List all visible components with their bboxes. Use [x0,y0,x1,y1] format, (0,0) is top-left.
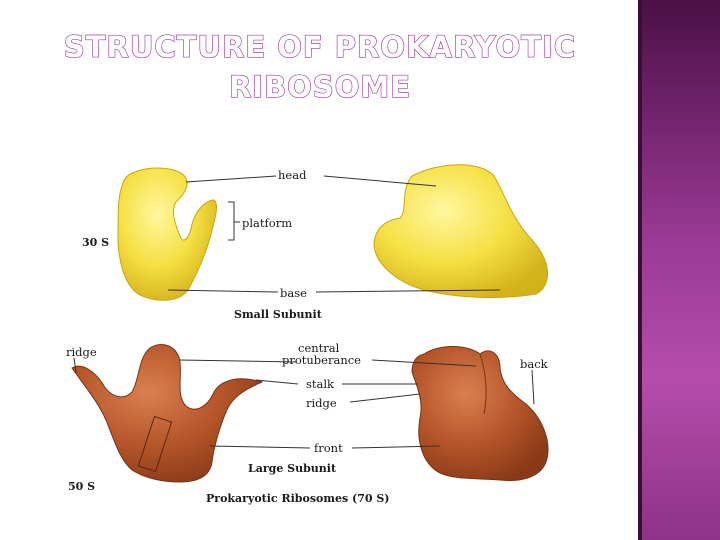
label-30s: 30 S [82,236,110,249]
large-subunit-front-shape [71,344,264,483]
slide-title-line2: RIBOSOME [228,69,412,104]
label-platform: platform [242,216,293,230]
label-back: back [520,357,548,371]
label-head: head [278,168,307,182]
small-subunit-front-shape [117,167,217,301]
side-band-divider [638,0,642,540]
label-base: base [280,286,307,300]
small-subunit-side-shape [373,164,549,298]
label-50s: 50 S [68,480,96,493]
label-leader-lines [73,175,535,449]
ribosome-diagram [71,164,549,483]
large-subunit-side-crease [479,353,487,415]
large-subunit-caption: Large Subunit [248,462,337,475]
label-ridge: ridge [306,396,337,410]
label-central: central [298,341,340,355]
label-front: front [314,441,343,455]
small-subunit-caption: Small Subunit [234,308,322,321]
label-stalk: stalk [306,377,335,391]
decorative-side-band [642,0,720,540]
diagram-caption: Prokaryotic Ribosomes (70 S) [206,492,390,505]
large-subunit-stamp [137,415,173,473]
slide-title-line1: STRUCTURE OF PROKARYOTIC [63,29,577,64]
large-subunit-side-shape [411,346,549,481]
label-ridge-left: ridge [66,345,97,359]
label-protuberance: protuberance [282,353,361,367]
